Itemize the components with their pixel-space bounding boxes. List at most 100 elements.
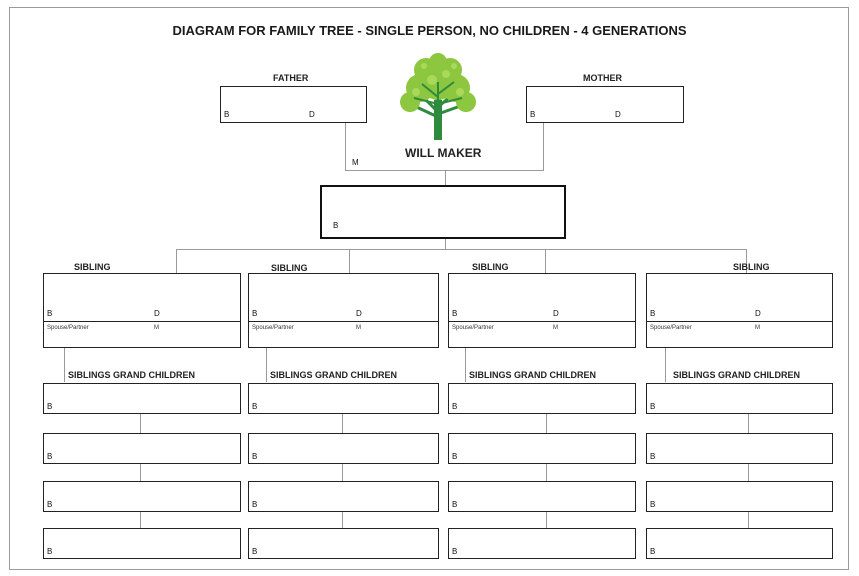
- gc-birth: B: [452, 402, 458, 411]
- sibling-1-gc-label: SIBLINGS GRAND CHILDREN: [68, 370, 196, 380]
- sibling-4-gc-connector: [665, 348, 666, 382]
- sibling-2-gc-2[interactable]: B: [248, 433, 439, 464]
- sibling-2-gc-4[interactable]: B: [248, 528, 439, 559]
- sibling-1-gc-1[interactable]: B: [43, 383, 241, 414]
- sibling-birth: B: [252, 309, 258, 318]
- sibling-1-gc-3[interactable]: B: [43, 481, 241, 512]
- sibling-1-box[interactable]: B D Spouse/Partner M: [43, 273, 241, 348]
- sibling-3-drop: [545, 249, 546, 273]
- gc-connector: [748, 414, 749, 433]
- sibling-3-label: SIBLING: [472, 262, 509, 272]
- gc-connector: [342, 512, 343, 528]
- sibling-3-gc-3[interactable]: B: [448, 481, 636, 512]
- gc-connector: [342, 414, 343, 433]
- parents-to-willmaker-line: [445, 170, 446, 185]
- father-box[interactable]: B D: [220, 86, 367, 123]
- sibling-marriage: M: [553, 325, 558, 331]
- sibling-spouse: Spouse/Partner: [452, 325, 494, 331]
- will-maker-label: WILL MAKER: [405, 146, 482, 160]
- sibling-2-drop: [349, 249, 350, 273]
- gc-connector: [748, 464, 749, 481]
- willmaker-to-siblings-line: [445, 239, 446, 250]
- diagram-title: DIAGRAM FOR FAMILY TREE - SINGLE PERSON,…: [172, 23, 687, 38]
- sibling-2-gc-3[interactable]: B: [248, 481, 439, 512]
- sibling-4-label: SIBLING: [733, 262, 770, 272]
- mother-death: D: [615, 110, 621, 119]
- sibling-4-drop: [746, 249, 747, 273]
- sibling-4-box[interactable]: B D Spouse/Partner M: [646, 273, 833, 348]
- gc-birth: B: [252, 500, 258, 509]
- gc-connector: [140, 414, 141, 433]
- gc-connector: [342, 464, 343, 481]
- sibling-4-gc-3[interactable]: B: [646, 481, 833, 512]
- sibling-marriage: M: [154, 325, 159, 331]
- mother-box[interactable]: B D: [526, 86, 684, 123]
- parents-marriage: M: [352, 158, 359, 167]
- sibling-divider: [449, 321, 635, 322]
- sibling-4-gc-1[interactable]: B: [646, 383, 833, 414]
- sibling-1-drop: [176, 249, 177, 273]
- gc-birth: B: [47, 500, 53, 509]
- gc-birth: B: [47, 452, 53, 461]
- sibling-3-gc-label: SIBLINGS GRAND CHILDREN: [469, 370, 597, 380]
- gc-connector: [546, 414, 547, 433]
- sibling-1-gc-connector: [64, 348, 65, 382]
- siblings-bus-line: [176, 249, 747, 250]
- father-death: D: [309, 110, 315, 119]
- sibling-death: D: [755, 309, 761, 318]
- sibling-spouse: Spouse/Partner: [47, 325, 89, 331]
- sibling-birth: B: [452, 309, 458, 318]
- gc-birth: B: [252, 452, 258, 461]
- gc-birth: B: [252, 547, 258, 556]
- diagram-frame: [9, 7, 849, 570]
- sibling-4-gc-label: SIBLINGS GRAND CHILDREN: [673, 370, 801, 380]
- father-label: FATHER: [273, 73, 309, 83]
- gc-birth: B: [252, 402, 258, 411]
- sibling-birth: B: [47, 309, 53, 318]
- sibling-2-gc-connector: [266, 348, 267, 382]
- gc-connector: [748, 512, 749, 528]
- sibling-2-box[interactable]: B D Spouse/Partner M: [248, 273, 439, 348]
- sibling-3-gc-1[interactable]: B: [448, 383, 636, 414]
- gc-birth: B: [452, 452, 458, 461]
- father-birth: B: [224, 110, 230, 119]
- will-maker-box[interactable]: B: [320, 185, 566, 239]
- sibling-death: D: [356, 309, 362, 318]
- sibling-2-label: SIBLING: [271, 263, 308, 273]
- sibling-3-gc-2[interactable]: B: [448, 433, 636, 464]
- sibling-death: D: [553, 309, 559, 318]
- gc-birth: B: [650, 452, 656, 461]
- sibling-birth: B: [650, 309, 656, 318]
- gc-birth: B: [650, 547, 656, 556]
- gc-connector: [140, 464, 141, 481]
- sibling-marriage: M: [356, 325, 361, 331]
- gc-birth: B: [47, 547, 53, 556]
- sibling-death: D: [154, 309, 160, 318]
- sibling-3-gc-connector: [465, 348, 466, 382]
- mother-birth: B: [530, 110, 536, 119]
- sibling-1-gc-4[interactable]: B: [43, 528, 241, 559]
- gc-birth: B: [452, 500, 458, 509]
- sibling-3-box[interactable]: B D Spouse/Partner M: [448, 273, 636, 348]
- gc-birth: B: [47, 402, 53, 411]
- mother-connector: [543, 123, 544, 170]
- will-maker-birth: B: [333, 221, 339, 230]
- gc-connector: [140, 512, 141, 528]
- sibling-4-gc-4[interactable]: B: [646, 528, 833, 559]
- sibling-marriage: M: [755, 325, 760, 331]
- sibling-3-gc-4[interactable]: B: [448, 528, 636, 559]
- gc-connector: [546, 512, 547, 528]
- sibling-1-gc-2[interactable]: B: [43, 433, 241, 464]
- gc-birth: B: [650, 500, 656, 509]
- gc-birth: B: [650, 402, 656, 411]
- tree-icon: [400, 53, 476, 140]
- parents-marriage-line: [345, 170, 544, 171]
- sibling-divider: [647, 321, 832, 322]
- sibling-spouse: Spouse/Partner: [252, 325, 294, 331]
- sibling-2-gc-1[interactable]: B: [248, 383, 439, 414]
- father-connector: [345, 123, 346, 170]
- sibling-4-gc-2[interactable]: B: [646, 433, 833, 464]
- mother-label: MOTHER: [583, 73, 622, 83]
- sibling-1-label: SIBLING: [74, 262, 111, 272]
- gc-connector: [546, 464, 547, 481]
